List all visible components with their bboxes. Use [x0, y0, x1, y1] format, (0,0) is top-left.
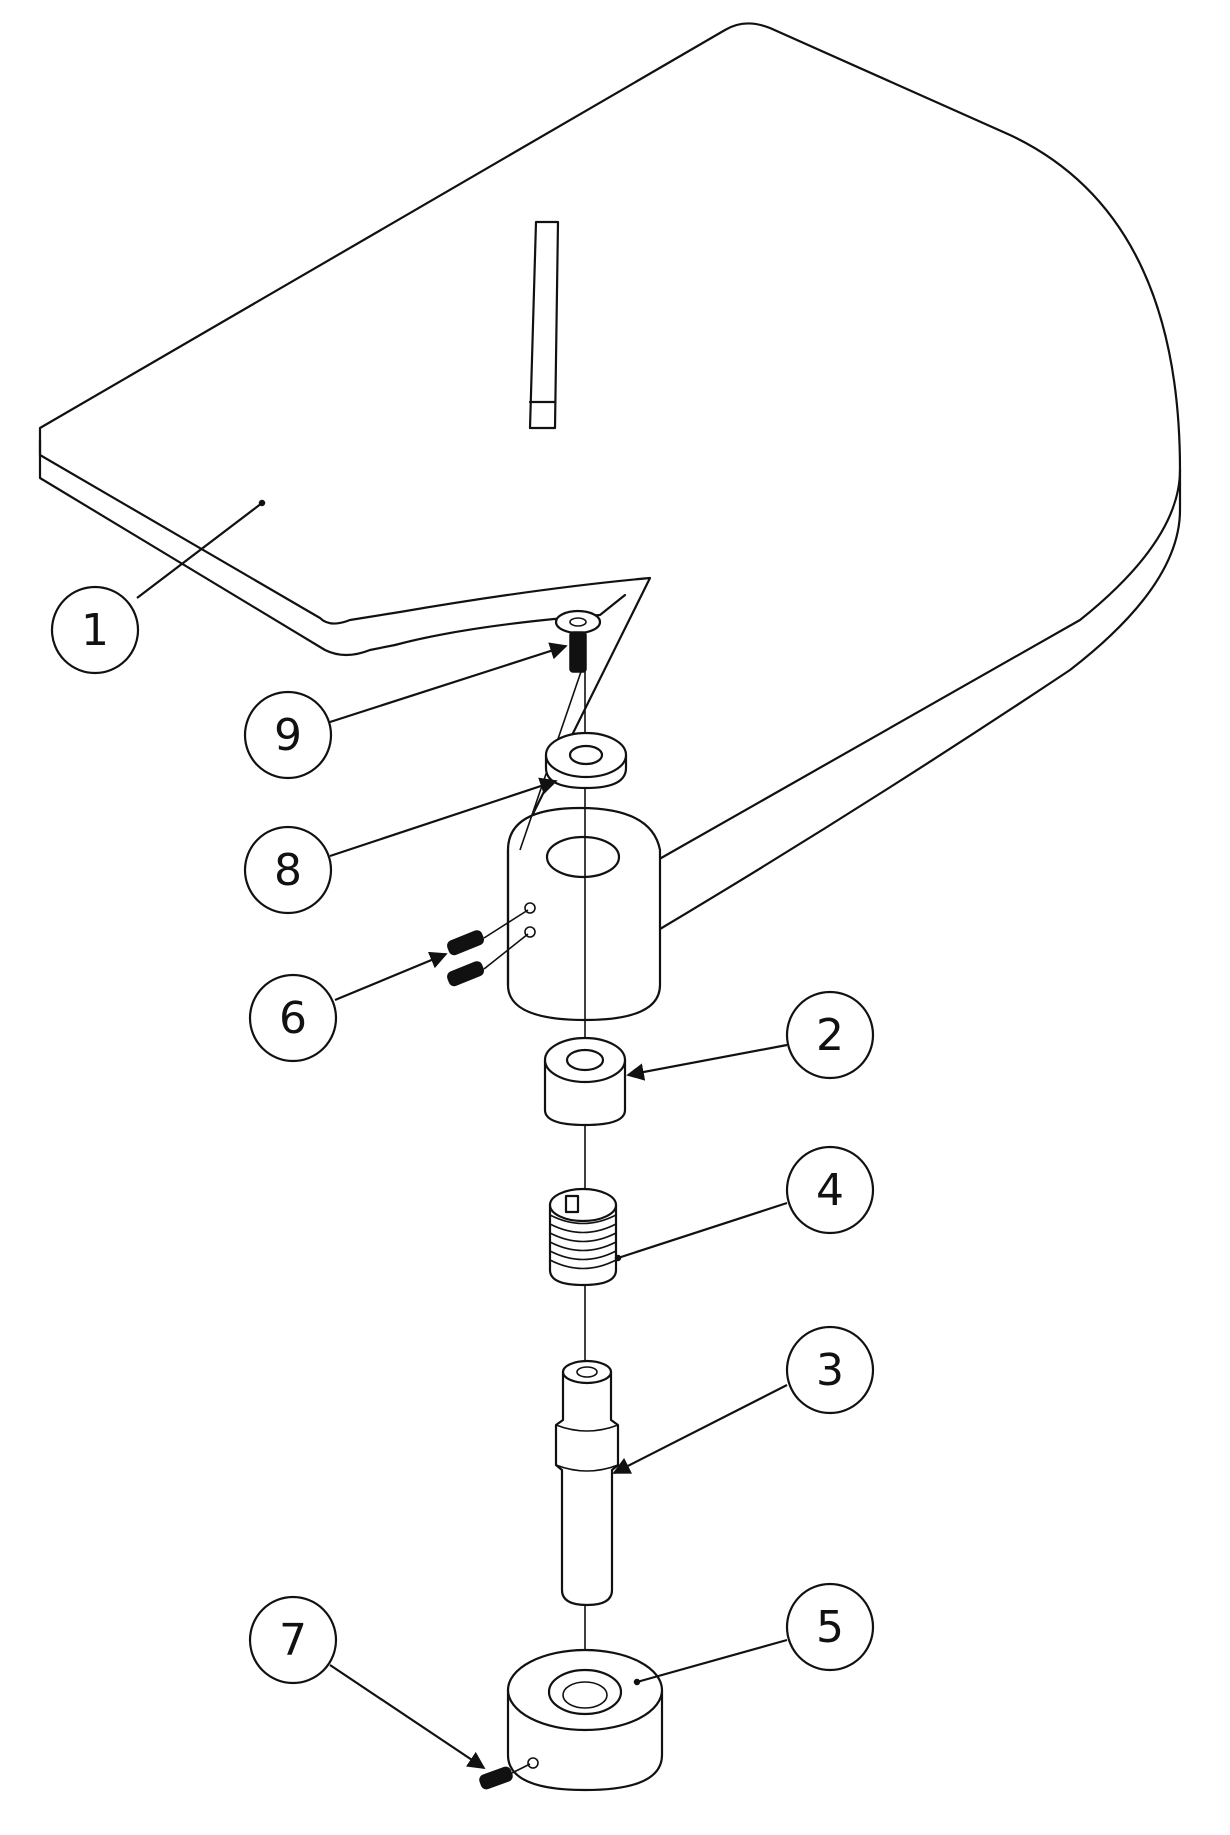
part-7-set-screw	[479, 1763, 531, 1790]
part-3-pin	[554, 1359, 620, 1607]
callout-4: 4	[614, 1145, 875, 1262]
callout-7-label: 7	[279, 1615, 307, 1666]
part-4-spring	[548, 1187, 618, 1287]
callout-9: 9	[243, 642, 568, 780]
part-8-washer	[544, 731, 628, 790]
part-9-screw	[554, 609, 602, 673]
table-plate	[38, 22, 1182, 937]
callout-4-label: 4	[816, 1165, 844, 1216]
part-5-collar	[506, 1648, 664, 1792]
callout-3: 3	[612, 1325, 875, 1474]
callout-2-label: 2	[816, 1010, 844, 1061]
table-top-surface	[38, 22, 1182, 882]
table-slot	[528, 220, 560, 430]
callout-1-label: 1	[81, 605, 109, 656]
callout-3-label: 3	[816, 1345, 844, 1396]
part-2-bushing	[543, 1036, 627, 1127]
table-right-edge	[648, 468, 1182, 937]
callout-8: 8	[243, 777, 558, 915]
part-6-set-screws	[446, 909, 529, 987]
callout-5-label: 5	[816, 1602, 844, 1653]
callout-1: 1	[50, 499, 266, 675]
table-hub	[506, 806, 662, 1022]
callout-9-label: 9	[274, 710, 302, 761]
callout-5: 5	[633, 1582, 875, 1686]
callout-2: 2	[626, 990, 875, 1081]
table-front-edge	[38, 438, 397, 657]
callout-8-label: 8	[274, 845, 302, 896]
callout-6: 6	[248, 951, 448, 1063]
callout-7: 7	[248, 1595, 486, 1769]
callout-6-label: 6	[279, 993, 307, 1044]
